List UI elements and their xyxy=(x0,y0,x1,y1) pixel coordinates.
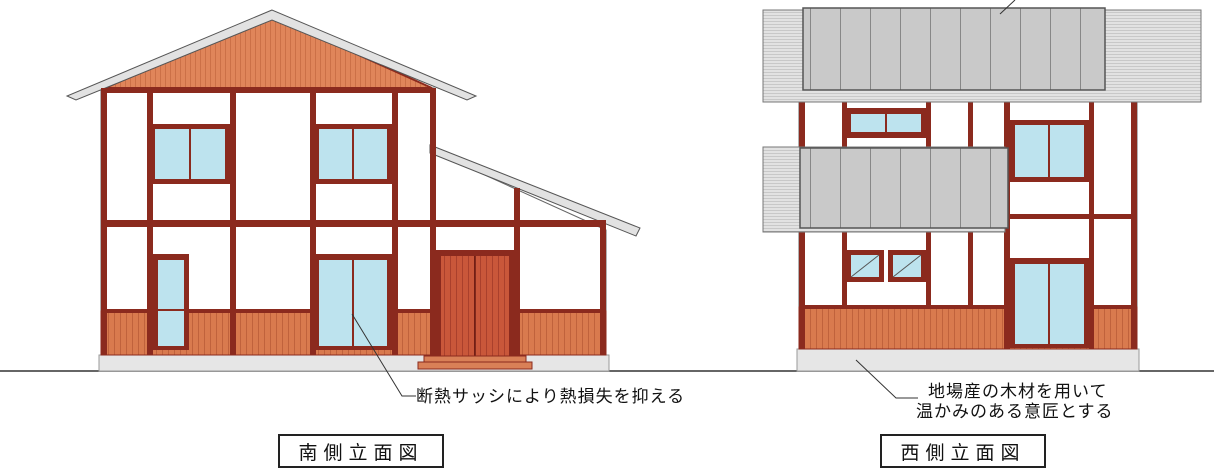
west-elevation xyxy=(762,0,1202,372)
wood-note-leader xyxy=(855,359,918,399)
south-main-roof xyxy=(65,9,478,101)
south-upper-window-left xyxy=(150,124,230,184)
west-upper-small-window xyxy=(846,108,926,138)
south-elevation xyxy=(65,9,641,372)
sash-note-leader xyxy=(351,313,416,397)
west-upper-window-right xyxy=(1010,120,1089,182)
west-elevation-title: 西側立面図 xyxy=(880,434,1046,468)
south-upper-window-right xyxy=(314,124,392,184)
south-elevation-title: 南側立面図 xyxy=(278,434,444,468)
wood-annotation-line2: 温かみのある意匠とする xyxy=(916,402,1114,422)
west-upper-roof xyxy=(802,7,1106,91)
wood-annotation-line1: 地場産の木材を用いて xyxy=(928,382,1108,402)
south-entrance-door xyxy=(436,250,514,356)
west-lower-roof xyxy=(799,147,1009,229)
west-foundation xyxy=(796,348,1140,372)
south-lower-sliding-window xyxy=(314,254,392,350)
south-lower-small-door xyxy=(153,254,189,350)
sash-annotation: 断熱サッシにより熱損失を抑える xyxy=(416,387,686,407)
gable-wood-panel xyxy=(104,14,433,89)
west-lower-twin-windows xyxy=(846,250,926,282)
south-entrance-steps xyxy=(417,355,533,370)
roof-leader-line xyxy=(999,0,1016,15)
west-lower-sliding-window xyxy=(1010,258,1089,348)
